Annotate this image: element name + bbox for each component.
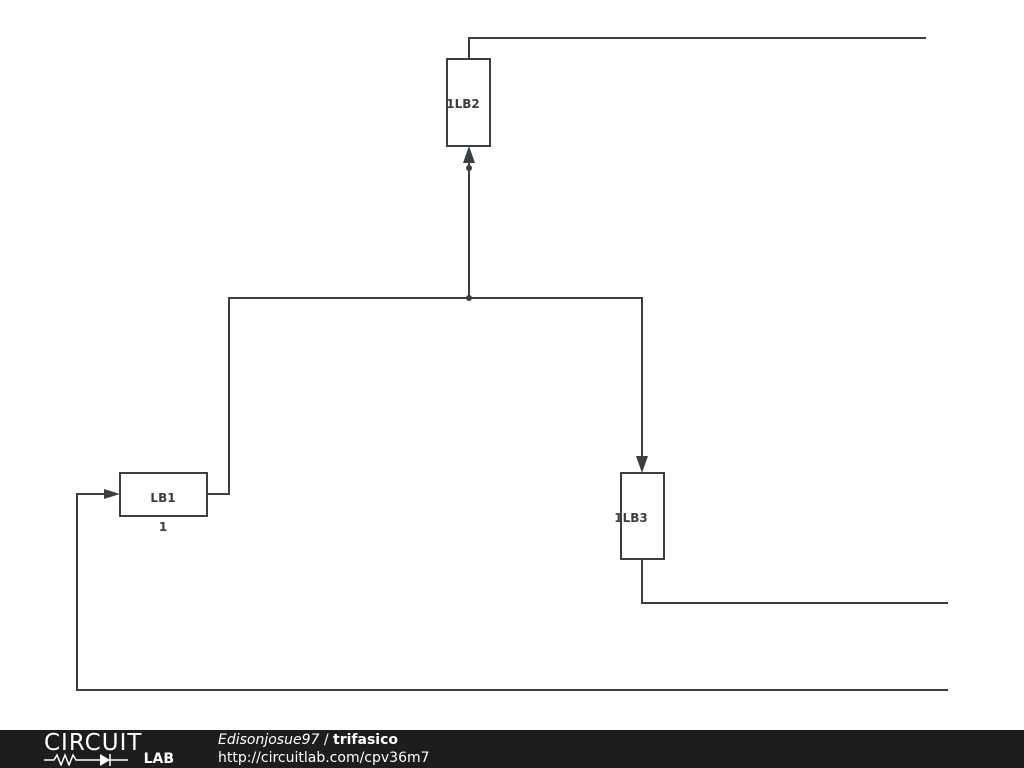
junction-lb2 bbox=[466, 165, 472, 171]
logo-text-circuit: CIRCUIT bbox=[44, 730, 143, 756]
wire-lb1-to-node bbox=[207, 297, 643, 495]
resistor-diode-icon bbox=[44, 752, 128, 766]
component-lb3-label: 1LB3 bbox=[614, 511, 648, 525]
circuitlab-logo: CIRCUIT LAB bbox=[44, 730, 176, 768]
logo-text-lab: LAB bbox=[143, 751, 174, 767]
schematic-drawing: LB1 1 1LB2 1LB3 bbox=[76, 37, 948, 691]
circuit-title[interactable]: trifasico bbox=[333, 732, 399, 748]
circuit-url-link[interactable]: http://circuitlab.com/cpv36m7 bbox=[218, 750, 430, 766]
credit-line: Edisonjosue97 / trifasico bbox=[218, 731, 398, 749]
footer-bar: CIRCUIT LAB Edisonjosue97 / trifasico ht… bbox=[0, 730, 1024, 768]
component-lb1-label: LB1 bbox=[150, 491, 175, 505]
junction-node bbox=[466, 295, 472, 301]
component-lb3[interactable] bbox=[620, 472, 665, 560]
arrow-into-lb3 bbox=[636, 456, 648, 473]
credit-separator: / bbox=[319, 732, 334, 748]
arrow-into-lb2 bbox=[463, 146, 475, 163]
component-lb2-label: 1LB2 bbox=[446, 97, 480, 111]
wire-lb3-bottom bbox=[641, 559, 948, 604]
author-link[interactable]: Edisonjosue97 bbox=[218, 732, 320, 748]
component-lb2[interactable] bbox=[446, 58, 491, 147]
wire-lb2-top bbox=[468, 37, 926, 59]
wire-return-to-lb1 bbox=[76, 493, 948, 691]
component-lb1-designator: 1 bbox=[159, 520, 167, 534]
component-lb1[interactable] bbox=[119, 472, 208, 517]
arrow-into-lb1 bbox=[104, 489, 120, 499]
